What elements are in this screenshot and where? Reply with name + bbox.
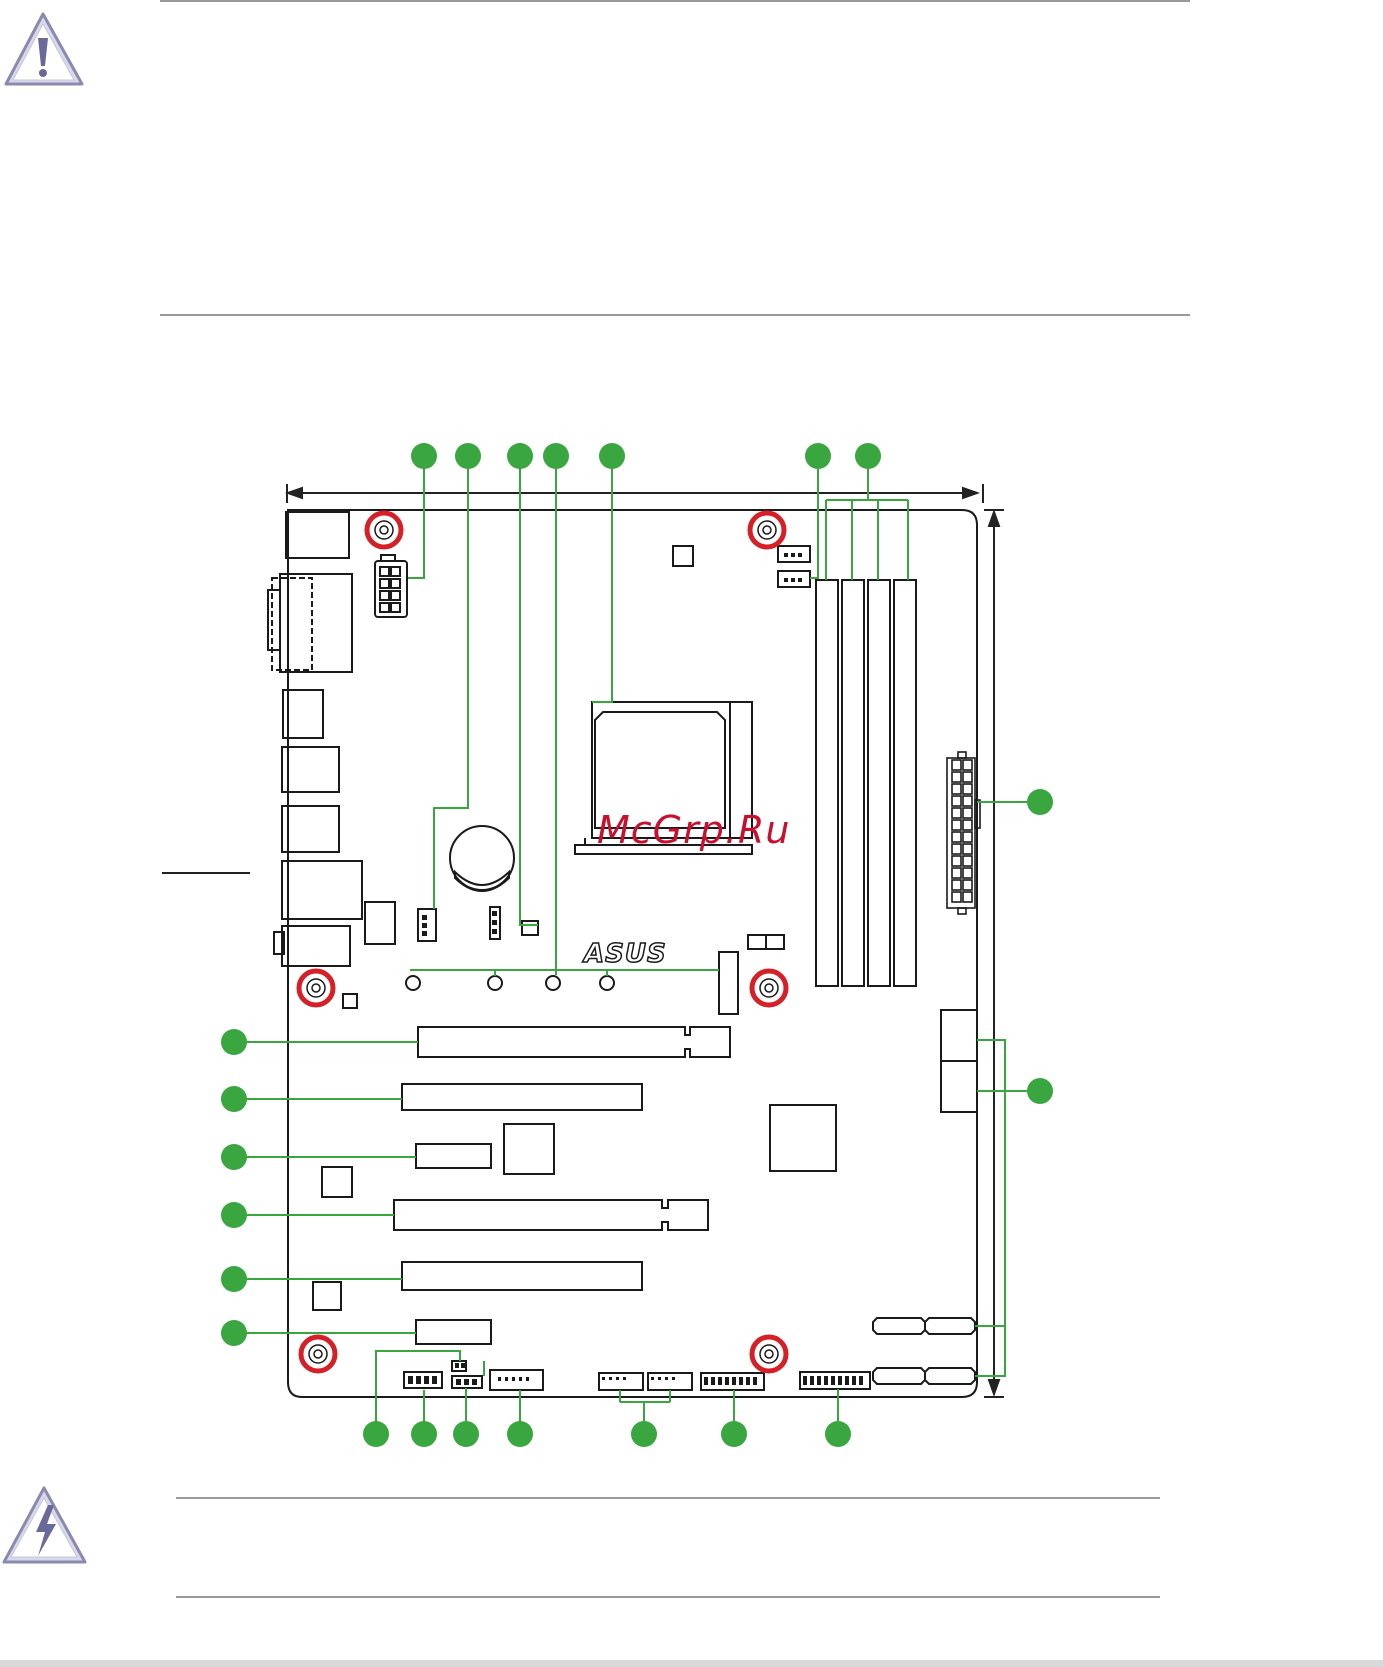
callout-dot-left-5: [221, 1266, 247, 1292]
bottom-headers: [403, 1360, 871, 1391]
dimm-b2: [893, 579, 917, 987]
watermark-text: McGrp.Ru: [597, 808, 791, 852]
pci-2: [401, 1261, 643, 1291]
pcie-x16-2: [393, 1199, 709, 1231]
dimm-b1: [867, 579, 891, 987]
cpu-socket: [574, 701, 753, 855]
mounting-hole-2: [747, 510, 787, 550]
callout-dot-bottom-7: [825, 1421, 851, 1447]
callout-dot-left-3: [221, 1144, 247, 1170]
usb-header-2: [647, 1372, 693, 1391]
caution-exclamation-icon: [4, 12, 84, 86]
io-usb-1: [282, 689, 324, 739]
chip-bottom-left: [312, 1281, 342, 1311]
panel-header: [799, 1371, 871, 1390]
page-footer-bar: [0, 1660, 1383, 1667]
height-dimension-arrow: [984, 509, 1004, 1398]
sata-4: [924, 1367, 976, 1385]
pci-1: [401, 1083, 643, 1111]
com-header: [700, 1372, 765, 1391]
expansion-slots: [393, 1026, 731, 1345]
aafp-header: [489, 1369, 544, 1391]
chip-ic: [521, 920, 539, 936]
callout-dot-bottom-5: [631, 1421, 657, 1447]
mounting-hole-3: [296, 968, 336, 1008]
sata-1: [872, 1317, 926, 1335]
io-usb-2: [281, 746, 340, 793]
mounting-hole-6: [749, 1334, 789, 1374]
callout-dot-left-1: [221, 1029, 247, 1055]
callout-dot-right-2: [1027, 1078, 1053, 1104]
io-vga-dvi: [279, 573, 353, 673]
callout-dot-top-4: [543, 443, 569, 469]
atx12v-connector: [374, 554, 408, 618]
callout-dot-bottom-3: [453, 1421, 479, 1447]
callout-leader-lines: [234, 456, 1034, 1430]
asus-logo: ASUS: [582, 939, 667, 969]
chip-top: [672, 545, 694, 567]
dimm-a1: [815, 579, 839, 987]
width-dimension-arrow: [285, 484, 984, 503]
header-pins: [408, 553, 863, 1385]
rear-io-panel: [267, 511, 396, 967]
callout-dot-top-6: [805, 443, 831, 469]
sata-2: [924, 1317, 976, 1335]
board-outline: [287, 509, 978, 1398]
callout-dot-top-1: [411, 443, 437, 469]
mounting-hole-4: [749, 968, 789, 1008]
eatxpwr-connector: [946, 751, 981, 915]
mounting-hole-5: [298, 1334, 338, 1374]
io-audio: [281, 925, 351, 967]
io-lan: [281, 860, 363, 920]
callout-dots: [221, 443, 1053, 1447]
onboard-chips: [312, 545, 837, 1311]
cmos-battery: [449, 825, 515, 892]
usb-header-1: [598, 1372, 644, 1391]
mounting-holes: [296, 510, 789, 1374]
storage-connectors: [872, 1009, 978, 1385]
callout-dot-left-6: [221, 1320, 247, 1346]
callout-dot-top-7: [855, 443, 881, 469]
callout-dot-left-4: [221, 1202, 247, 1228]
callout-dot-bottom-4: [507, 1421, 533, 1447]
callout-dot-bottom-6: [721, 1421, 747, 1447]
callout-dot-top-2: [455, 443, 481, 469]
usb3-header-2: [940, 1060, 978, 1113]
callout-dot-right-1: [1027, 789, 1053, 815]
dimm-a2: [841, 579, 865, 987]
warning-lightning-icon: [2, 1486, 87, 1564]
callout-dot-bottom-1: [363, 1421, 389, 1447]
chip-left: [321, 1166, 353, 1198]
dimm-slots: [815, 579, 917, 987]
chip-small-left: [342, 993, 358, 1009]
pcie-x1-2: [415, 1319, 492, 1345]
usb3-header-1: [940, 1009, 978, 1062]
callout-dot-top-5: [599, 443, 625, 469]
callout-dot-top-3: [507, 443, 533, 469]
pcie-x1-1: [415, 1143, 492, 1169]
io-usb-3: [281, 805, 340, 853]
callout-dot-bottom-2: [411, 1421, 437, 1447]
callout-dot-left-2: [221, 1086, 247, 1112]
mounting-hole-1: [364, 510, 404, 550]
sata-3: [872, 1367, 926, 1385]
pcie-x16-1: [417, 1026, 731, 1058]
io-ps2-usb: [285, 511, 350, 559]
spdif-header: [403, 1371, 443, 1389]
chip-mid: [503, 1123, 555, 1175]
chipset: [769, 1104, 837, 1172]
